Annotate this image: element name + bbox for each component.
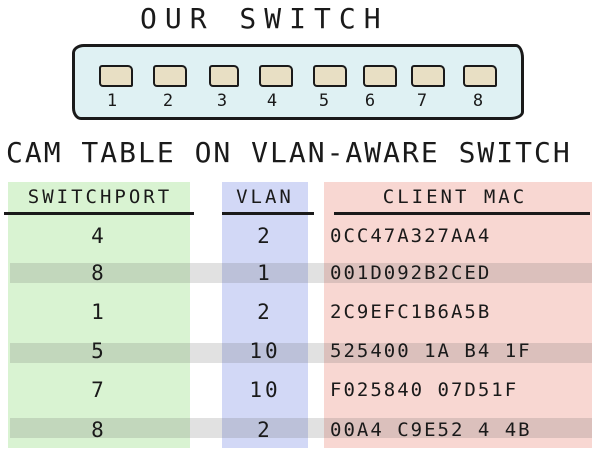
cell-switchport: 5 xyxy=(91,339,107,363)
cell-vlan: 2 xyxy=(257,418,273,442)
port-label-3: 3 xyxy=(216,91,228,111)
cell-client-mac: 0CC47A327AA4 xyxy=(330,225,492,247)
cell-vlan: 2 xyxy=(257,300,273,324)
switch-port-6 xyxy=(363,65,397,87)
cell-client-mac: 2C9EFC1B6A5B xyxy=(330,301,492,323)
cell-switchport: 7 xyxy=(91,378,107,402)
cell-client-mac: 525400 1A B4 1F xyxy=(330,340,532,362)
header-client-mac: CLIENT MAC xyxy=(382,186,528,208)
switch-port-1 xyxy=(99,65,133,87)
cell-vlan: 1 xyxy=(257,261,273,285)
port-label-7: 7 xyxy=(416,91,428,111)
cell-vlan: 10 xyxy=(249,339,281,363)
switchport-column-background xyxy=(8,182,190,448)
port-label-6: 6 xyxy=(364,91,376,111)
header-underline-client-mac xyxy=(334,212,590,215)
switch-port-5 xyxy=(313,65,347,87)
switch-port-4 xyxy=(259,65,293,87)
vlan-column-background xyxy=(222,182,308,448)
cell-client-mac: 00A4 C9E52 4 4B xyxy=(330,419,532,441)
cell-switchport: 8 xyxy=(91,418,107,442)
row-shade xyxy=(10,418,592,438)
port-label-4: 4 xyxy=(266,91,278,111)
cell-switchport: 4 xyxy=(91,224,107,248)
port-label-2: 2 xyxy=(162,91,174,111)
header-switchport: SWITCHPORT xyxy=(27,186,173,208)
cell-vlan: 10 xyxy=(249,378,281,402)
switch-port-2 xyxy=(153,65,187,87)
port-label-8: 8 xyxy=(472,91,484,111)
header-underline-switchport xyxy=(4,212,194,215)
cell-client-mac: F025840 07D51F xyxy=(330,379,519,401)
cell-switchport: 8 xyxy=(91,261,107,285)
header-vlan: VLAN xyxy=(236,186,294,208)
row-shade xyxy=(10,343,592,363)
cell-switchport: 1 xyxy=(91,300,107,324)
cell-vlan: 2 xyxy=(257,224,273,248)
port-label-1: 1 xyxy=(106,91,118,111)
switch-port-7 xyxy=(411,65,445,87)
switch-body: 1 2 3 4 5 6 7 8 xyxy=(72,44,524,120)
switch-title: OUR SWITCH xyxy=(140,2,389,35)
cell-client-mac: 001D092B2CED xyxy=(330,262,492,284)
client-mac-column-background xyxy=(324,182,592,448)
cam-table-title: CAM TABLE ON VLAN-AWARE SWITCH xyxy=(6,136,572,169)
port-label-5: 5 xyxy=(318,91,330,111)
switch-port-3 xyxy=(209,65,239,87)
header-underline-vlan xyxy=(222,212,314,215)
row-shade xyxy=(10,263,592,283)
switch-port-8 xyxy=(463,65,497,87)
